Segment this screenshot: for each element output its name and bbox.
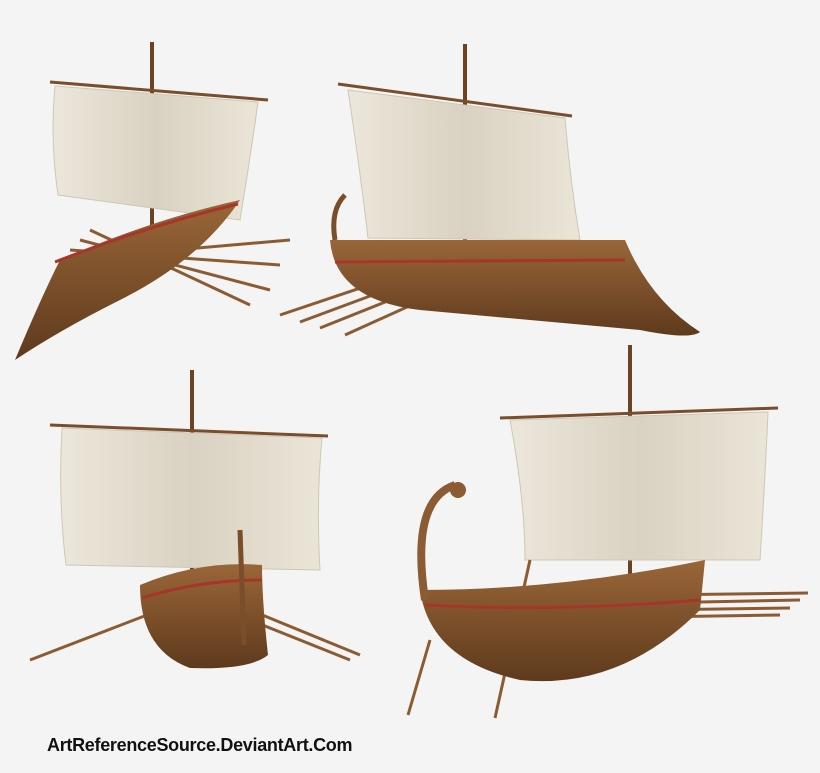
watermark-text: ArtReferenceSource.DeviantArt.Com: [47, 735, 353, 755]
ship-bow-high: [406, 345, 809, 719]
ship-stern: [29, 370, 361, 669]
ship-side: [279, 44, 700, 337]
ship-bow-three-quarter: [15, 42, 291, 360]
